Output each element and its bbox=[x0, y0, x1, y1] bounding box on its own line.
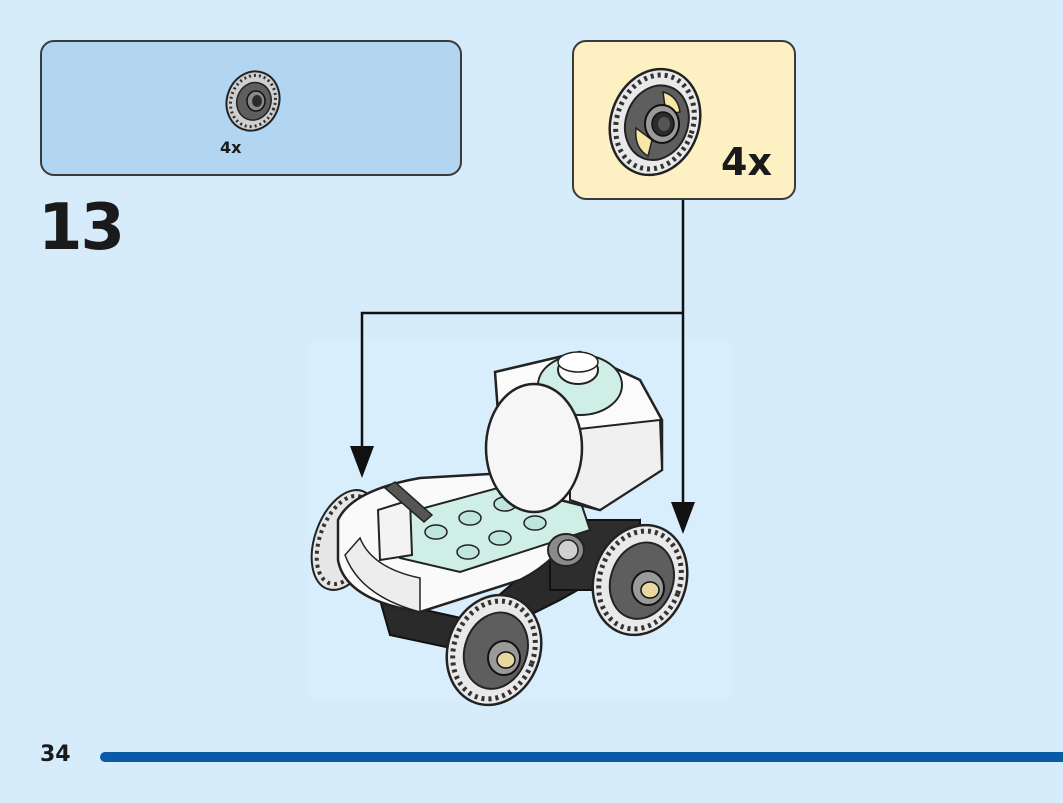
page-number: 34 bbox=[40, 742, 71, 767]
arrow-head-left bbox=[350, 446, 374, 478]
subassembly-callout: 4x bbox=[572, 40, 796, 200]
callout-quantity: 4x bbox=[721, 140, 772, 184]
wheel-icon bbox=[225, 70, 281, 132]
wheel-front-left bbox=[445, 593, 543, 707]
parts-list-panel: 4x bbox=[40, 40, 462, 176]
dish bbox=[484, 382, 584, 514]
arrow-head-right bbox=[671, 502, 695, 534]
seat-brick bbox=[376, 498, 414, 562]
progress-bar bbox=[100, 752, 1063, 762]
wheel-icon bbox=[608, 67, 702, 177]
plate-studs bbox=[424, 496, 547, 560]
guide-arrows bbox=[360, 200, 685, 506]
parts-quantity: 4x bbox=[220, 138, 242, 157]
assembly-illustration bbox=[310, 200, 695, 707]
axle-cap bbox=[547, 533, 585, 567]
wheel-front-right bbox=[591, 523, 689, 637]
step-number: 13 bbox=[38, 191, 125, 265]
